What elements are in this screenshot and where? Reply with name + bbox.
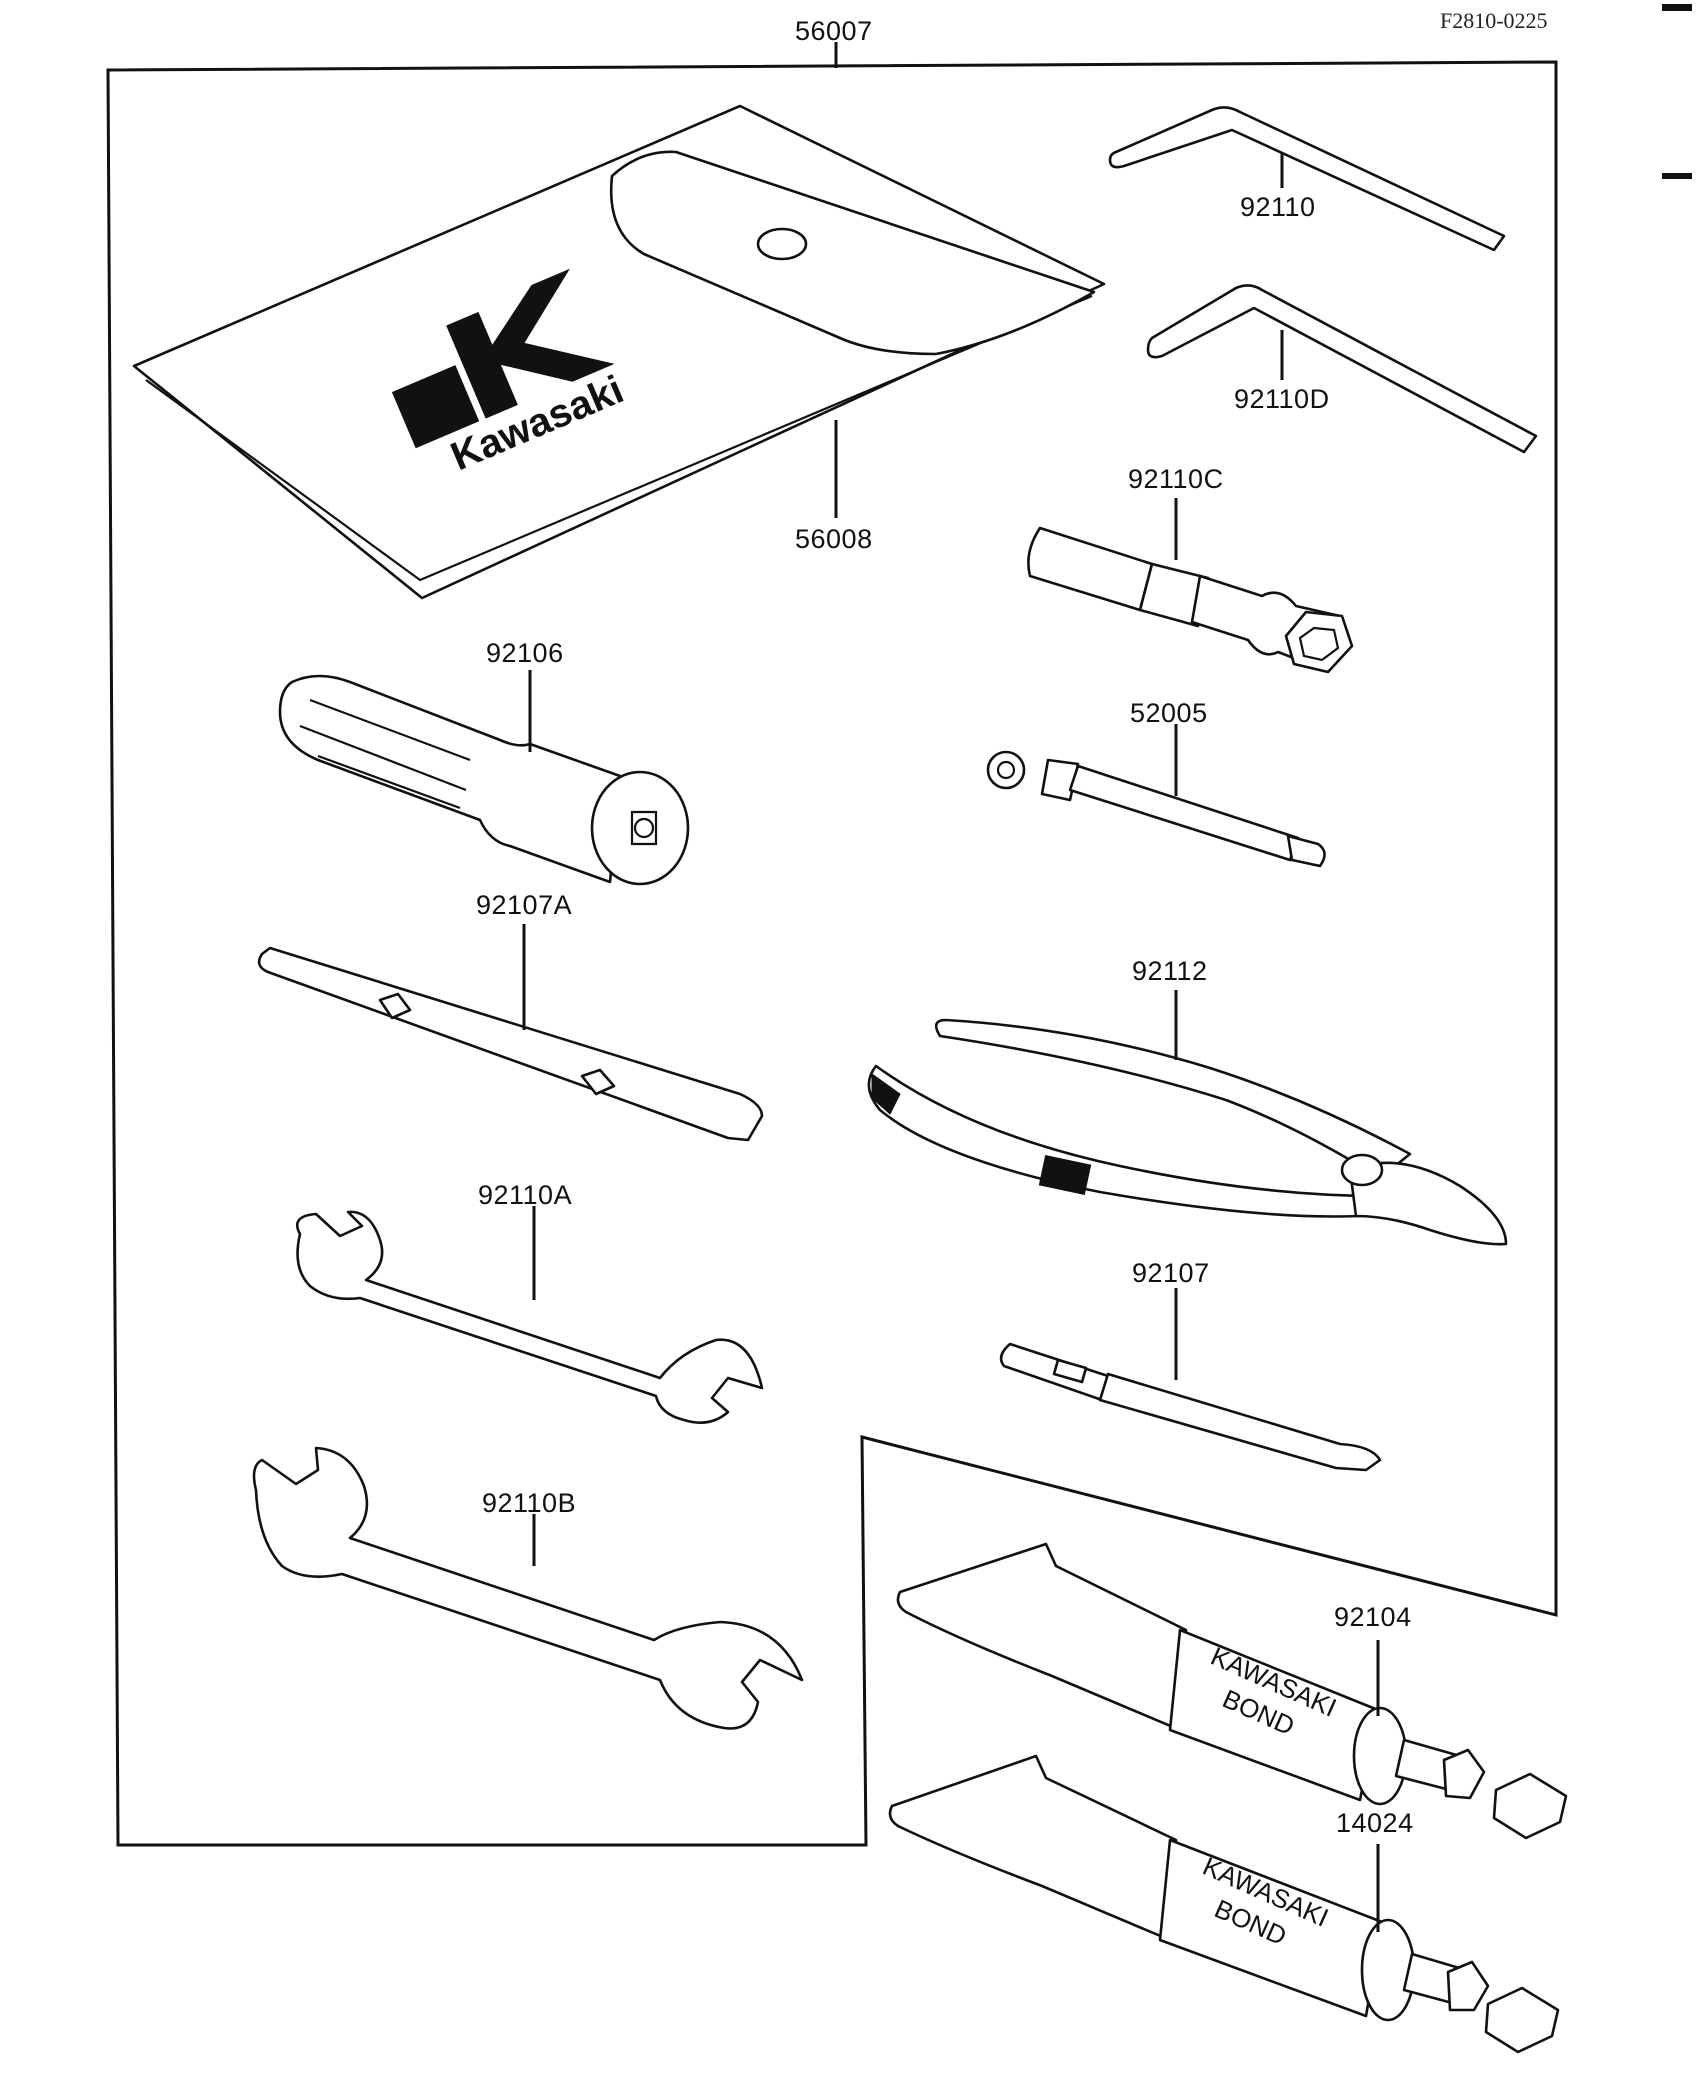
label-92110: 92110 bbox=[1240, 192, 1316, 222]
label-92104: 92104 bbox=[1334, 1602, 1412, 1632]
label-92107: 92107 bbox=[1132, 1258, 1210, 1288]
spoke-tool-icon bbox=[986, 750, 1326, 868]
wrench-a-icon bbox=[295, 1210, 764, 1424]
label-92110B: 92110B bbox=[482, 1488, 576, 1518]
label-92112: 92112 bbox=[1132, 956, 1208, 986]
plug-wrench-icon bbox=[1027, 526, 1354, 674]
bond-tube-1-icon: KAWASAKI BOND bbox=[896, 1542, 1568, 1840]
label-56008: 56008 bbox=[795, 524, 873, 554]
screwdriver-double-icon bbox=[257, 946, 764, 1142]
wrench-b-icon bbox=[252, 1446, 804, 1730]
pouch-icon: Kawasaki bbox=[132, 104, 1106, 600]
label-92110A: 92110A bbox=[478, 1180, 572, 1210]
edge-mark-middle bbox=[1662, 173, 1692, 179]
pliers-icon bbox=[867, 1018, 1508, 1246]
label-14024: 14024 bbox=[1336, 1808, 1414, 1838]
edge-mark-top bbox=[1662, 4, 1692, 11]
label-92106: 92106 bbox=[486, 638, 564, 668]
hex-key-large-icon bbox=[1108, 106, 1506, 252]
screwdriver-icon bbox=[999, 1342, 1382, 1472]
label-92110C: 92110C bbox=[1128, 464, 1224, 494]
figure-code: F2810-0225 bbox=[1440, 8, 1548, 33]
bond-tube-2-icon: KAWASAKI BOND bbox=[888, 1754, 1560, 2054]
label-52005: 52005 bbox=[1130, 698, 1208, 728]
kit-outline bbox=[106, 60, 1558, 1847]
label-92110D: 92110D bbox=[1234, 384, 1330, 414]
handle-icon bbox=[278, 674, 690, 886]
label-92107A: 92107A bbox=[476, 890, 572, 920]
hex-key-small-icon bbox=[1146, 284, 1538, 454]
label-56007: 56007 bbox=[795, 16, 873, 46]
